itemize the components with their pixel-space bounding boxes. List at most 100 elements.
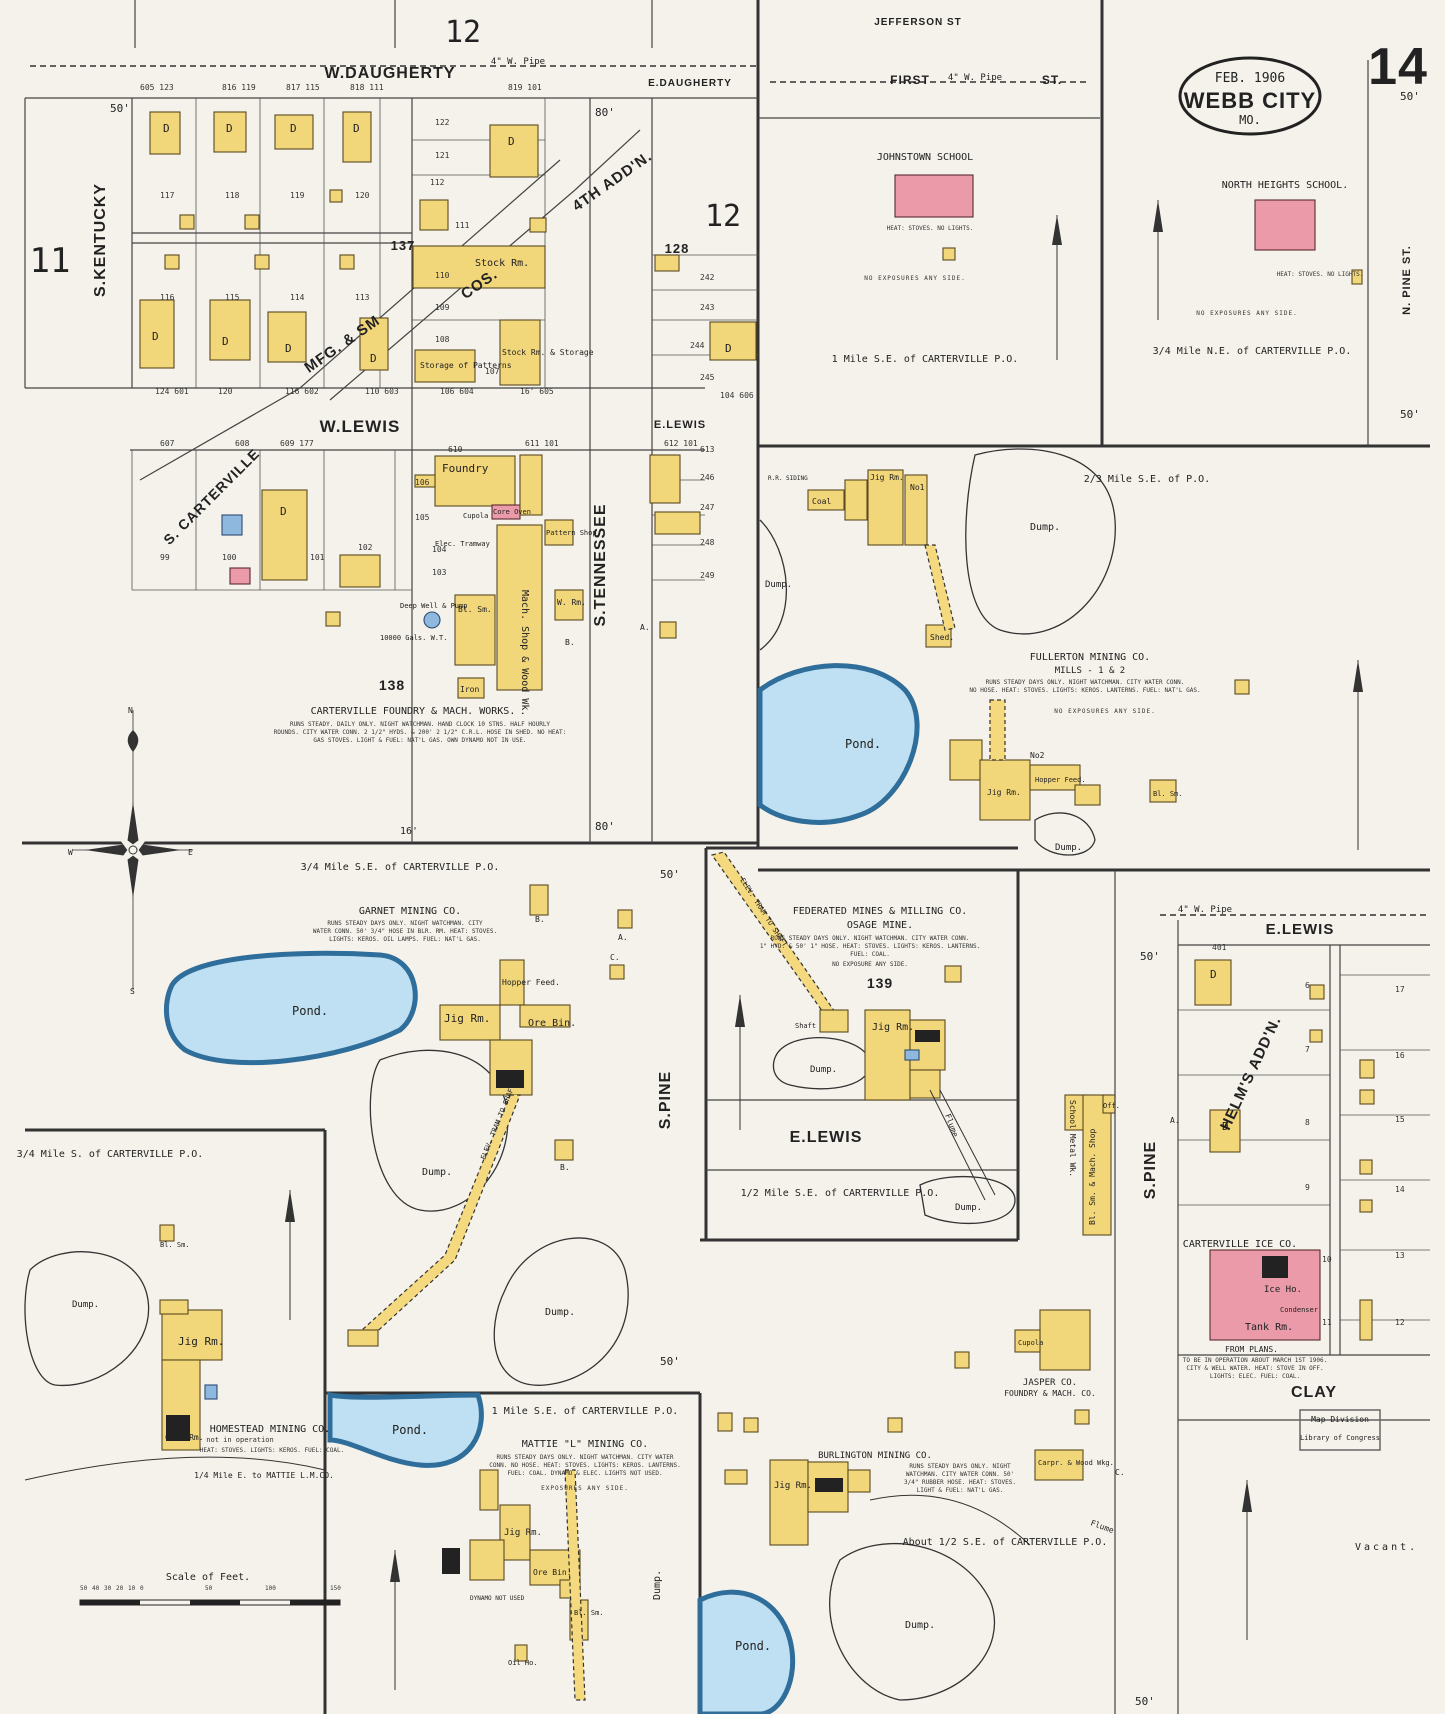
- svg-text:Vacant.: Vacant.: [1355, 1542, 1418, 1553]
- svg-text:108: 108: [435, 335, 450, 344]
- svg-text:NO HOSE. HEAT: STOVES. LIGHTS:: NO HOSE. HEAT: STOVES. LIGHTS: KEROS. LA…: [969, 687, 1200, 694]
- block-138-buildings: [221, 454, 701, 699]
- svg-text:Pond.: Pond.: [845, 737, 881, 751]
- svg-text:3/4 Mile N.E. of CARTERVILLE P: 3/4 Mile N.E. of CARTERVILLE P.O.: [1153, 346, 1352, 357]
- svg-text:10000 Gals. W.T.: 10000 Gals. W.T.: [380, 634, 447, 642]
- scale-ticks: 50 40 30 20 10 0 50 100 150: [80, 1585, 341, 1592]
- svg-text:Bl. Sm. & Mach. Shop: Bl. Sm. & Mach. Shop: [1088, 1128, 1097, 1225]
- street-e-lewis-small: E.LEWIS: [654, 419, 706, 431]
- svg-text:245: 245: [700, 373, 715, 382]
- svg-text:not in operation: not in operation: [206, 1436, 273, 1444]
- dwelling: [1194, 959, 1232, 1006]
- svg-text:MILLS - 1 & 2: MILLS - 1 & 2: [1055, 666, 1125, 676]
- svg-text:No1: No1: [910, 483, 925, 492]
- svg-text:Shed.: Shed.: [930, 633, 954, 642]
- svg-text:A.: A.: [618, 933, 628, 942]
- homestead-mining-name: HOMESTEAD MINING CO.: [210, 1424, 330, 1435]
- svg-text:FROM PLANS.: FROM PLANS.: [1225, 1345, 1278, 1354]
- svg-text:Deep Well & Pump: Deep Well & Pump: [400, 602, 467, 610]
- town-grid: [24, 0, 758, 843]
- compass-south: S: [130, 987, 135, 996]
- svg-text:102: 102: [358, 543, 373, 552]
- svg-text:D: D: [163, 122, 170, 135]
- svg-text:150: 150: [330, 1585, 341, 1592]
- svg-text:109: 109: [435, 303, 450, 312]
- width-label: 50': [1140, 950, 1160, 963]
- svg-text:1 Mile S.E. of CARTERVILLE P.O: 1 Mile S.E. of CARTERVILLE P.O.: [492, 1406, 679, 1417]
- svg-text:605 123: 605 123: [140, 83, 174, 92]
- pond-burlington: [697, 1589, 796, 1714]
- street-w-lewis: W.LEWIS: [320, 417, 401, 436]
- dwelling-marks: D D D D D D D D D D D D D: [152, 122, 1229, 1133]
- svg-text:Dump.: Dump.: [545, 1307, 575, 1318]
- svg-text:1/4 Mile E. to MATTIE L.M.CO.: 1/4 Mile E. to MATTIE L.M.CO.: [194, 1471, 334, 1480]
- svg-text:Jig Rm.: Jig Rm.: [987, 788, 1021, 797]
- svg-text:Jig Rm.: Jig Rm.: [178, 1335, 224, 1348]
- svg-text:Cupola: Cupola: [463, 512, 488, 520]
- foundry-company-name: CARTERVILLE FOUNDRY & MACH. WORKS.: [311, 706, 516, 717]
- dwelling: [267, 311, 307, 363]
- svg-text:610: 610: [448, 445, 463, 454]
- svg-text:112: 112: [430, 178, 445, 187]
- svg-text:15: 15: [1395, 1115, 1405, 1124]
- svg-text:401: 401: [1212, 943, 1227, 952]
- street-st: ST.: [1042, 73, 1062, 87]
- svg-text:249: 249: [700, 571, 715, 580]
- svg-text:NO EXPOSURES ANY SIDE.: NO EXPOSURES ANY SIDE.: [1196, 310, 1297, 317]
- svg-text:Coal Rm.: Coal Rm.: [165, 1433, 204, 1442]
- svg-text:0: 0: [140, 1585, 144, 1592]
- svg-text:B.: B.: [535, 915, 545, 924]
- svg-text:C.: C.: [1115, 1468, 1125, 1477]
- dwelling: [274, 114, 314, 150]
- svg-text:D: D: [280, 505, 287, 518]
- scale-bar: [79, 1599, 341, 1606]
- compass-west: W: [68, 848, 73, 857]
- block-137: 137: [391, 238, 416, 253]
- street-e-daugherty: E.DAUGHERTY: [648, 78, 732, 89]
- svg-text:Bl. Sm.: Bl. Sm.: [1153, 790, 1183, 798]
- svg-text:106: 106: [415, 478, 430, 487]
- pipe-daugherty: 4" W. Pipe: [491, 57, 545, 67]
- svg-text:Pond.: Pond.: [392, 1423, 428, 1437]
- dwelling: [261, 489, 308, 581]
- svg-text:WATCHMAN. CITY WATER CONN. 50': WATCHMAN. CITY WATER CONN. 50': [906, 1471, 1014, 1478]
- map-division-stamp: Map Division: [1311, 1415, 1369, 1424]
- street-jefferson: JEFFERSON ST: [874, 17, 962, 28]
- svg-text:NO EXPOSURES ANY SIDE.: NO EXPOSURES ANY SIDE.: [864, 275, 965, 282]
- adjoining-sheet-top: 12: [445, 15, 481, 50]
- svg-text:Bl. Sm.: Bl. Sm.: [458, 605, 492, 614]
- svg-text:Bl. Sm.: Bl. Sm.: [160, 1241, 190, 1249]
- svg-text:115: 115: [225, 293, 240, 302]
- svg-text:Foundry: Foundry: [442, 462, 489, 475]
- panel-borders: [22, 0, 1430, 1714]
- svg-text:CITY & WELL WATER. HEAT: STOVE: CITY & WELL WATER. HEAT: STOVE IN OFF.: [1186, 1365, 1323, 1372]
- svg-text:Stock Rm. & Storage: Stock Rm. & Storage: [502, 348, 594, 357]
- svg-text:10: 10: [1322, 1255, 1332, 1264]
- svg-text:RUNS STEADY DAYS ONLY. NIGHT W: RUNS STEADY DAYS ONLY. NIGHT WATCHMAN. C…: [327, 920, 483, 927]
- block-137-buildings: [139, 111, 757, 386]
- burlington-mining-name: BURLINGTON MINING CO.: [818, 1451, 932, 1461]
- svg-text:Tank Rm.: Tank Rm.: [1245, 1322, 1293, 1333]
- street-first: FIRST: [890, 73, 930, 87]
- width-label: 50': [1400, 90, 1420, 103]
- state-name: MO.: [1239, 113, 1261, 127]
- svg-text:OSAGE MINE.: OSAGE MINE.: [847, 920, 913, 931]
- svg-text:FUEL: COAL.: FUEL: COAL.: [850, 951, 890, 958]
- width-label: 50': [1400, 408, 1420, 421]
- svg-text:110: 110: [435, 271, 450, 280]
- homestead-panel: [24, 1190, 326, 1481]
- dwelling: [342, 111, 372, 163]
- width-label: 80': [595, 106, 615, 119]
- svg-text:3/4 Mile S. of CARTERVILLE P.O: 3/4 Mile S. of CARTERVILLE P.O.: [17, 1149, 204, 1160]
- svg-text:Shaft: Shaft: [795, 1022, 816, 1030]
- svg-text:100: 100: [222, 553, 237, 562]
- width-label: 50': [110, 102, 130, 115]
- compass-north: N: [128, 706, 133, 715]
- institution-labels: JOHNSTOWN SCHOOL HEAT: STOVES. NO LIGHTS…: [17, 152, 1364, 1548]
- svg-text:R.R. SIDING: R.R. SIDING: [768, 475, 808, 482]
- svg-text:611 101: 611 101: [525, 439, 559, 448]
- svg-text:Jig Rm.: Jig Rm.: [774, 1481, 812, 1491]
- adjoining-sheet-right: 12: [705, 199, 741, 234]
- svg-text:Mach. Shop & Wood Wk.: Mach. Shop & Wood Wk.: [519, 590, 530, 716]
